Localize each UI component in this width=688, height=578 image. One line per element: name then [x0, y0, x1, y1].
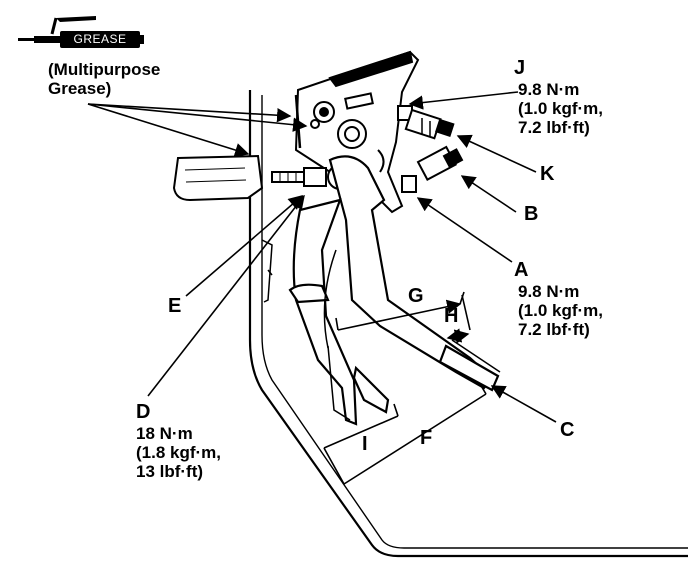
grease-caption-line1: (Multipurpose [48, 60, 161, 79]
callout-j-letter: J [514, 57, 526, 79]
switch-b [401, 145, 464, 193]
callout-j-torque-lbf: 7.2 lbf·ft) [518, 118, 590, 137]
callout-d-letter: D [136, 401, 151, 423]
grease-gun-icon [18, 16, 144, 48]
leader-lines [87, 91, 557, 423]
floor-panel [248, 90, 688, 558]
switch-j [397, 105, 455, 140]
callout-h-letter: H [444, 305, 459, 327]
callout-e-letter: E [168, 295, 182, 317]
grease-caption-line2: Grease) [48, 79, 112, 98]
callout-c-letter: C [560, 419, 575, 441]
brake-pedal [328, 155, 501, 392]
callout-d-torque: 18 N·m (1.8 kgf·m, 13 lbf·ft) [136, 424, 221, 481]
dimension-lines [323, 291, 487, 485]
callout-i-letter: I [362, 433, 368, 455]
callout-d-torque-lbf: 13 lbf·ft) [136, 462, 204, 481]
left-bracket [172, 154, 264, 202]
callout-a-torque-kgf: (1.0 kgf·m, [518, 301, 604, 320]
callout-d-torque-kgf: (1.8 kgf·m, [136, 443, 222, 462]
callout-j-torque: 9.8 N·m (1.0 kgf·m, 7.2 lbf·ft) [518, 80, 603, 137]
callout-f-letter: F [420, 427, 433, 449]
callout-j-torque-nm: 9.8 N·m [518, 80, 580, 99]
grease-icon-label: GREASE [73, 32, 127, 46]
callout-d-torque-nm: 18 N·m [136, 424, 193, 443]
callout-a-torque: 9.8 N·m (1.0 kgf·m, 7.2 lbf·ft) [518, 282, 603, 339]
callout-b-letter: B [524, 203, 539, 225]
callout-a-letter: A [514, 259, 529, 281]
callout-g-letter: G [408, 285, 424, 307]
callout-j-torque-kgf: (1.0 kgf·m, [518, 99, 604, 118]
callout-k-letter: K [540, 163, 555, 185]
callout-a-torque-lbf: 7.2 lbf·ft) [518, 320, 590, 339]
pedal-bracket [294, 50, 420, 214]
grease-caption: (Multipurpose Grease) [48, 60, 160, 98]
callout-a-torque-nm: 9.8 N·m [518, 282, 580, 301]
